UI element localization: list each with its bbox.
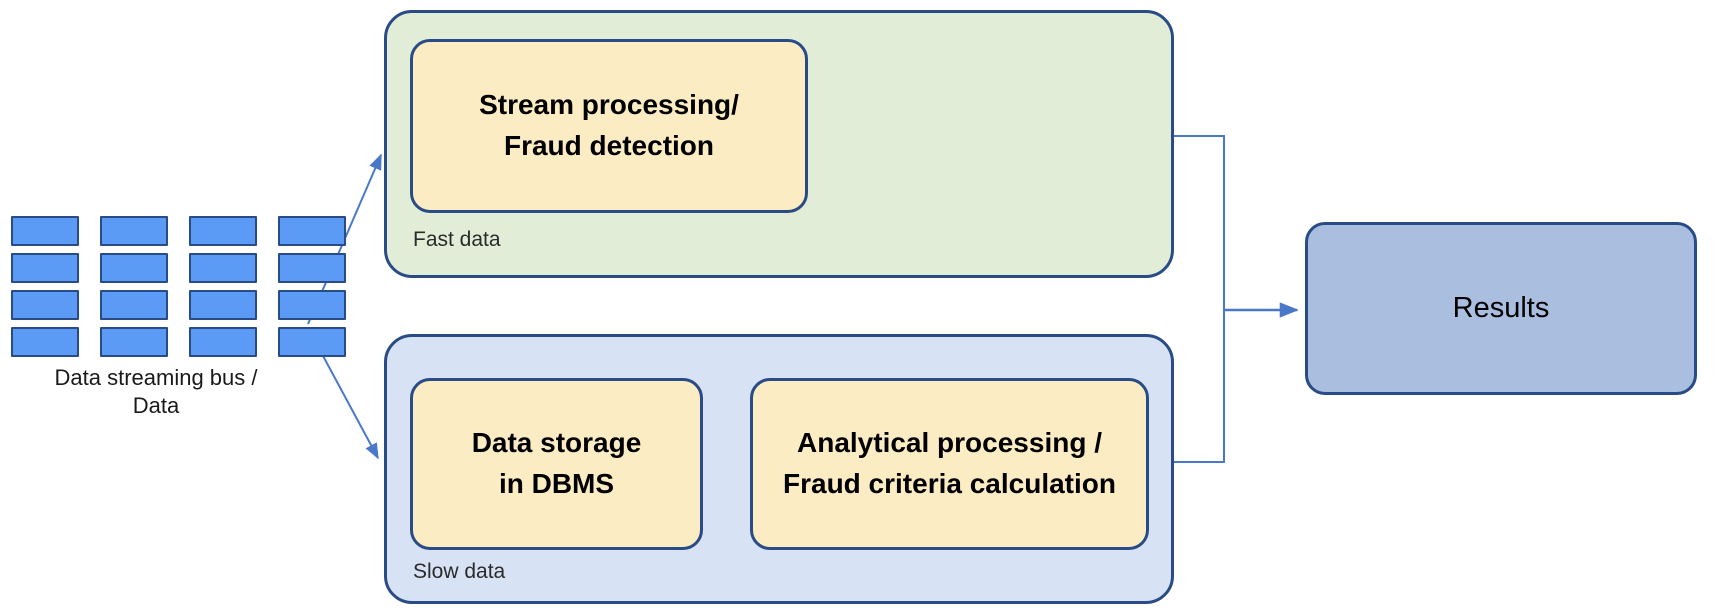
- bus-cell: [278, 253, 346, 283]
- bus-cell: [100, 216, 168, 246]
- node-data-storage[interactable]: Data storage in DBMS: [410, 378, 703, 550]
- bus-cell: [278, 290, 346, 320]
- bus-cell: [189, 216, 257, 246]
- bus-cell: [189, 290, 257, 320]
- bus-cell: [11, 290, 79, 320]
- bus-cell: [100, 327, 168, 357]
- bus-cell: [189, 327, 257, 357]
- data-streaming-bus: [11, 216, 346, 357]
- data-streaming-bus-label: Data streaming bus / Data: [54, 365, 258, 418]
- bus-cell: [278, 327, 346, 357]
- bus-cell: [278, 216, 346, 246]
- bus-cell: [11, 327, 79, 357]
- bus-cell: [100, 290, 168, 320]
- bus-cell: [189, 253, 257, 283]
- bus-cell: [100, 253, 168, 283]
- bus-cell: [11, 253, 79, 283]
- node-results[interactable]: Results: [1305, 222, 1697, 395]
- node-stream-processing[interactable]: Stream processing/ Fraud detection: [410, 39, 808, 213]
- node-analytical-processing[interactable]: Analytical processing / Fraud criteria c…: [750, 378, 1149, 550]
- group-fast-data-label: Fast data: [413, 228, 501, 251]
- group-slow-data-label: Slow data: [413, 560, 506, 583]
- bus-cell: [11, 216, 79, 246]
